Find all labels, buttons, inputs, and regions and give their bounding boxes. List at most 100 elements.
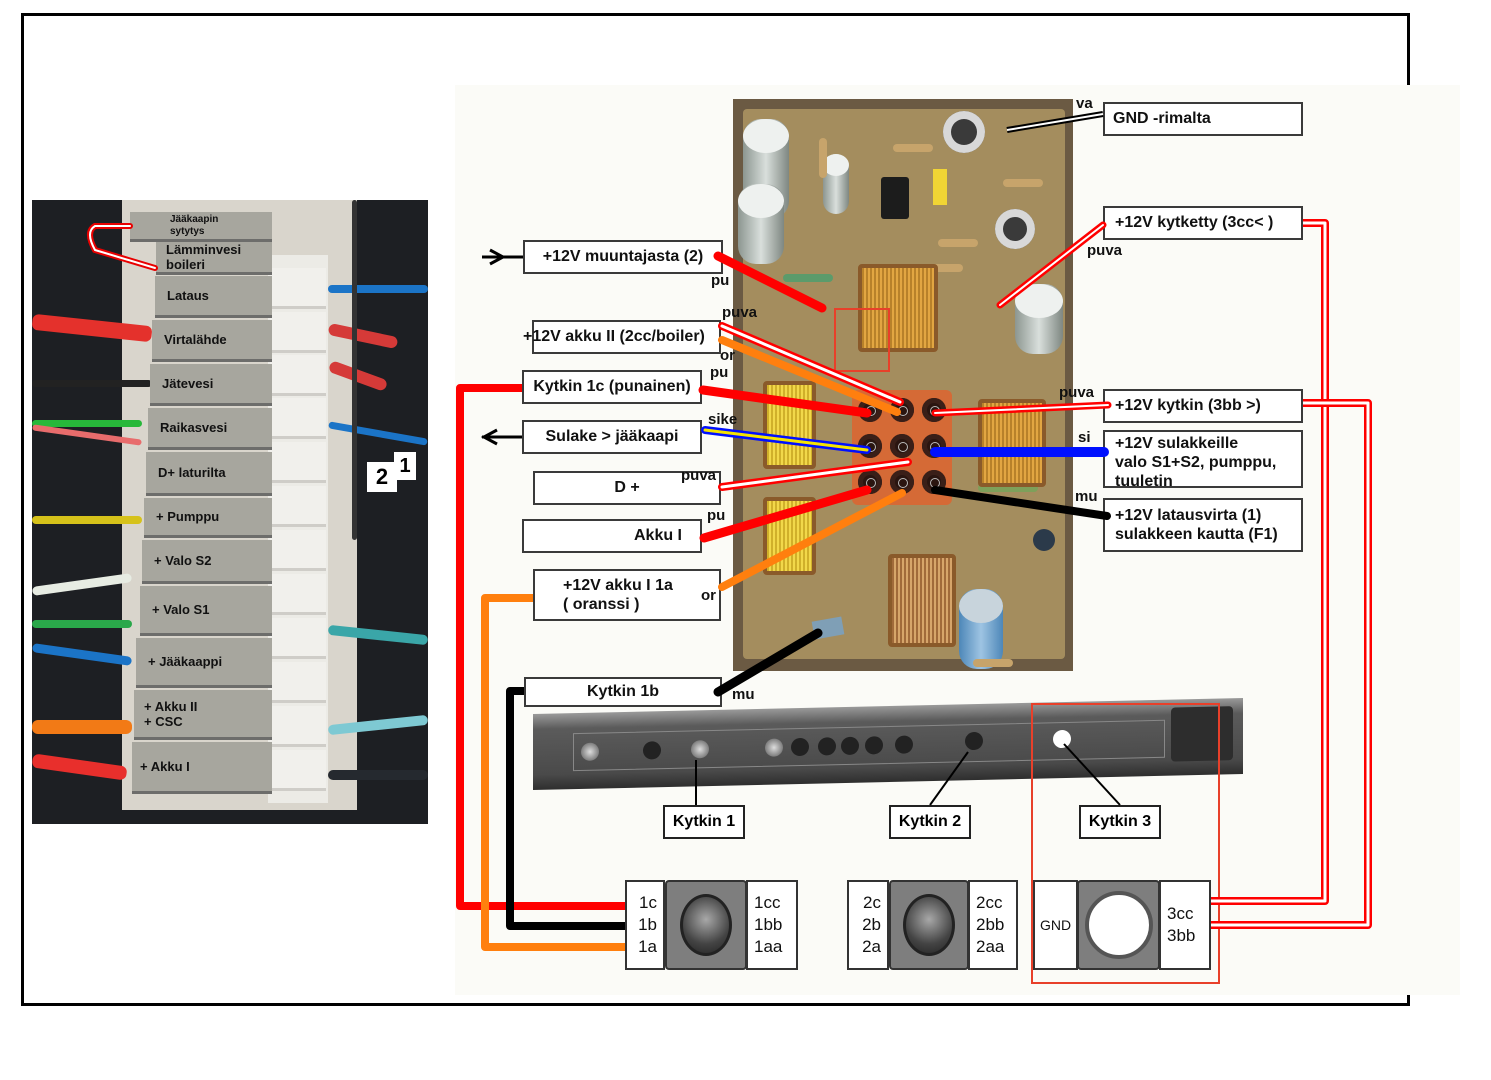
- callout-line-2: [929, 751, 969, 806]
- wire-3cc-run-stripe: [1211, 221, 1327, 903]
- wire-sike-stripe: [703, 428, 869, 452]
- resistor: [1003, 179, 1043, 187]
- label-text: Sulake > jääkaapi: [545, 428, 679, 445]
- connector: [270, 706, 326, 747]
- tag-jatevesi: Jätevesi: [150, 364, 272, 406]
- pushbutton-icon: [1084, 891, 1153, 959]
- label-text: Akku I: [633, 527, 682, 544]
- terminal-3bb: 3bb: [1167, 926, 1196, 945]
- label-kytketty: +12V kytketty (3cc< ): [1103, 206, 1303, 240]
- wire-code-pu: pu: [711, 272, 730, 289]
- tag-label: Raikasvesi: [160, 420, 228, 435]
- tag-label: + Akku II: [144, 698, 198, 714]
- wire-muuntajasta: [713, 251, 827, 313]
- resistor: [973, 659, 1013, 667]
- tag-akku-i: + Akku I: [132, 742, 272, 794]
- wire-blue-right: [328, 285, 428, 293]
- relay-board-photo: [733, 99, 1073, 671]
- tag-label: + Valo S1: [152, 602, 210, 617]
- label-kytkin-1b: Kytkin 1b: [524, 677, 722, 707]
- kytkin-3-highlight-box: [1031, 703, 1220, 984]
- callout-kytkin-3: Kytkin 3: [1079, 805, 1161, 839]
- tag-pumppu: + Pumppu: [144, 498, 272, 538]
- wire-code-sike: sike: [708, 411, 738, 428]
- tag-akku-ii-csc: + Akku II + CSC: [134, 690, 272, 740]
- label-text: +12V sulakkeille: [1115, 435, 1239, 452]
- terminal-1aa: 1aa: [754, 937, 783, 956]
- connector: [270, 618, 326, 659]
- tag-d-laturilta: D+ laturilta: [146, 452, 272, 496]
- arrow-out-icon: [480, 428, 522, 446]
- tag-label: Lataus: [167, 288, 209, 303]
- wire-code-puva: puva: [681, 467, 717, 484]
- label-text: +12V latausvirta (1): [1115, 507, 1262, 524]
- terminal-2a: 2a: [862, 937, 881, 956]
- wire-jaakaapin-sytytys: [87, 223, 158, 271]
- label-text: +12V akku I 1a: [563, 577, 673, 594]
- resistor: [978, 484, 1038, 492]
- relay-coil: [888, 554, 956, 647]
- rocker-icon: [903, 894, 955, 956]
- wire-jaakaapin-sytytys-stripe: [89, 225, 156, 269]
- trimmer: [995, 209, 1035, 249]
- terminal-2aa: 2aa: [976, 937, 1005, 956]
- wire-kytketty-stripe: [999, 224, 1104, 306]
- wire-akku-i-1a: [718, 489, 906, 591]
- label-text: +12V kytketty (3cc< ): [1115, 214, 1274, 231]
- wire-3bb-run-stripe: [1211, 401, 1370, 927]
- callout-text: Kytkin 3: [1088, 813, 1152, 830]
- wire-orange: [32, 720, 132, 734]
- terminal-1b: 1b: [638, 915, 657, 934]
- terminal-3cc: 3cc: [1167, 904, 1194, 923]
- terminal-gnd: GND: [1039, 917, 1072, 933]
- tag-label: Jääkaapin: [170, 213, 219, 225]
- label-text: +12V muuntajasta (2): [542, 248, 704, 265]
- wire-gnd-stripe: [1006, 113, 1104, 131]
- wire-code-pu: pu: [710, 364, 729, 381]
- switch-2-rocker: [889, 880, 969, 970]
- cable-marker-text: 2: [375, 464, 389, 489]
- tag-label: Virtalähde: [164, 332, 227, 347]
- tag-lamminvesi-boileri: Lämminvesi boileri: [156, 242, 272, 275]
- terminal-2cc: 2cc: [976, 893, 1003, 912]
- label-kytkin-3bb: +12V kytkin (3bb >): [1103, 389, 1303, 423]
- capacitor-blue: [959, 589, 1003, 669]
- connector: [270, 268, 326, 309]
- tag-label: Jätevesi: [162, 376, 214, 391]
- label-d-plus: D +: [533, 471, 721, 505]
- terminal-2b: 2b: [862, 915, 881, 934]
- wire-yellow: [32, 516, 142, 524]
- tag-valo-s2: + Valo S2: [142, 540, 272, 584]
- wire-3bb-run: [1211, 399, 1372, 929]
- label-text: sulakkeen kautta (F1): [1115, 526, 1278, 543]
- resistor: [923, 264, 963, 272]
- label-text: +12V akku II (2cc/boiler): [523, 328, 705, 345]
- label-akku-ii: +12V akku II (2cc/boiler): [523, 320, 721, 354]
- wire-1b-run: [506, 687, 625, 930]
- arrow-in-icon: [482, 248, 523, 266]
- callout-line-3: [1063, 743, 1121, 806]
- terminal-1a: 1a: [638, 937, 657, 956]
- label-text: D +: [614, 479, 640, 496]
- resistor: [893, 144, 933, 152]
- fuse-block-photo: 2 1 Jääkaapin sytytys Lämminvesi boileri…: [32, 200, 428, 824]
- wire-code-or: or: [720, 347, 735, 364]
- tag-label: + Pumppu: [156, 509, 220, 524]
- wire-code-puva: puva: [1059, 384, 1095, 401]
- relay-highlight-box: [834, 308, 890, 372]
- label-text: valo S1+S2, pumppu,: [1115, 454, 1277, 471]
- label-text: GND -rimalta: [1113, 110, 1211, 127]
- wire-code-puva: puva: [1087, 242, 1123, 259]
- tag-label: + Valo S2: [154, 553, 212, 568]
- wire-code-pu: pu: [707, 507, 726, 524]
- tag-label: boileri: [166, 257, 206, 272]
- wire-code-or: or: [701, 587, 716, 604]
- terminal-1cc: 1cc: [754, 893, 781, 912]
- connector: [270, 312, 326, 353]
- tag-label: + Akku I: [140, 759, 190, 774]
- label-latausvirta: +12V latausvirta (1) sulakkeen kautta (F…: [1103, 498, 1303, 552]
- connector: [270, 662, 326, 703]
- connector: [270, 398, 326, 439]
- label-muuntajasta: +12V muuntajasta (2): [523, 240, 723, 274]
- switch-1-rocker: [665, 880, 747, 970]
